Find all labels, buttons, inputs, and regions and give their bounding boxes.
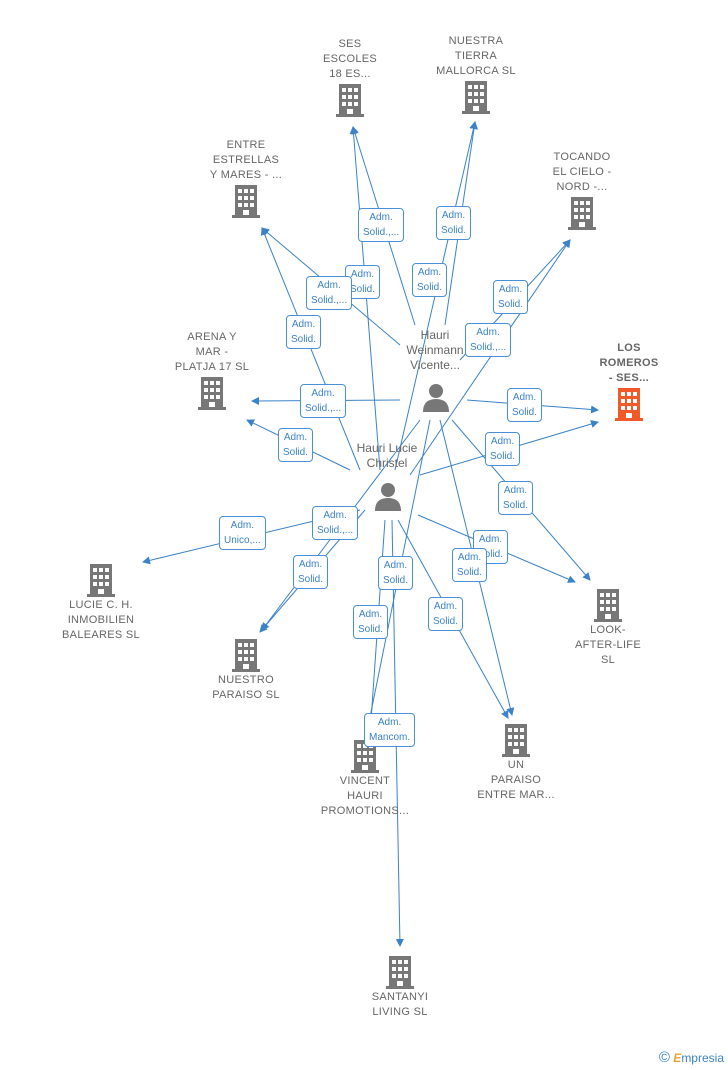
relation-badge[interactable]: Adm. Solid.,... [465, 323, 512, 357]
relation-badge[interactable]: Adm. Solid. [452, 548, 488, 582]
relation-badge[interactable]: Adm. Solid. [493, 280, 529, 314]
building-icon [386, 956, 414, 989]
relation-badge[interactable]: Adm. Solid. [278, 428, 314, 462]
company-node[interactable]: ENTRE ESTRELLAS Y MARES - ... [200, 138, 292, 219]
relation-badge[interactable]: Adm. Solid. [286, 315, 322, 349]
relation-badge[interactable]: Adm. Solid. [436, 206, 472, 240]
company-node[interactable]: TOCANDO EL CIELO - NORD -... [540, 150, 624, 231]
company-node[interactable]: LUCIE C. H. INMOBILIEN BALEARES SL [50, 562, 152, 643]
company-node[interactable]: NUESTRO PARAISO SL [200, 637, 292, 703]
relation-badge[interactable]: Adm. Solid. [507, 388, 543, 422]
relation-badge[interactable]: Adm. Solid.,... [300, 384, 347, 418]
person-label: Hauri Weinmann Vicente... [406, 328, 464, 372]
company-node[interactable]: UN PARAISO ENTRE MAR... [466, 722, 566, 803]
person-icon[interactable] [373, 481, 403, 511]
company-node[interactable]: VINCENT HAURI PROMOTIONS... [314, 738, 416, 819]
company-node[interactable]: ARENA Y MAR - PLATJA 17 SL [166, 330, 258, 411]
relation-badge[interactable]: Adm. Mancom. [364, 713, 416, 747]
relation-badge[interactable]: Adm. Solid.,... [358, 208, 405, 242]
person-label: Hauri Lucie Christel [356, 441, 418, 470]
building-icon [502, 724, 530, 757]
relation-badge[interactable]: Adm. Solid. [353, 605, 389, 639]
building-icon [594, 589, 622, 622]
relation-badge[interactable]: Adm. Solid. [428, 597, 464, 631]
relation-badge[interactable]: Adm. Solid.,... [306, 276, 353, 310]
building-icon [232, 639, 260, 672]
company-node-focus[interactable]: LOS ROMEROS - SES... [590, 341, 668, 422]
edge-hl-tocando [409, 239, 571, 476]
building-icon [351, 740, 379, 773]
copyright-icon: © [658, 1049, 670, 1066]
edge-hl-entre-estrellas [260, 227, 361, 471]
company-node[interactable]: LOOK- AFTER-LIFE SL [566, 587, 650, 668]
relation-badge[interactable]: Adm. Solid. [412, 263, 448, 297]
building-icon [462, 81, 490, 114]
building-icon [336, 84, 364, 117]
relation-badge[interactable]: Adm. Solid. [293, 555, 329, 589]
building-icon [568, 197, 596, 230]
brand-name: mpresia [681, 1051, 724, 1065]
relation-badge[interactable]: Adm. Solid. [378, 556, 414, 590]
building-icon [87, 564, 115, 597]
building-icon [232, 185, 260, 218]
company-node[interactable]: SES ESCOLES 18 ES... [314, 37, 386, 118]
brand-letter: E [673, 1051, 682, 1065]
relation-badge[interactable]: Adm. Solid.,... [312, 506, 359, 540]
relation-badge[interactable]: Adm. Solid. [485, 432, 521, 466]
brand-footer[interactable]: © Empresia [659, 1049, 724, 1066]
relation-badge[interactable]: Adm. Unico,... [219, 516, 266, 550]
company-node[interactable]: NUESTRA TIERRA MALLORCA SL [430, 34, 522, 115]
person-icon[interactable] [421, 382, 451, 412]
relation-badge[interactable]: Adm. Solid. [498, 481, 534, 515]
building-icon [615, 388, 643, 421]
building-icon [198, 377, 226, 410]
company-node[interactable]: SANTANYI LIVING SL [356, 954, 444, 1020]
